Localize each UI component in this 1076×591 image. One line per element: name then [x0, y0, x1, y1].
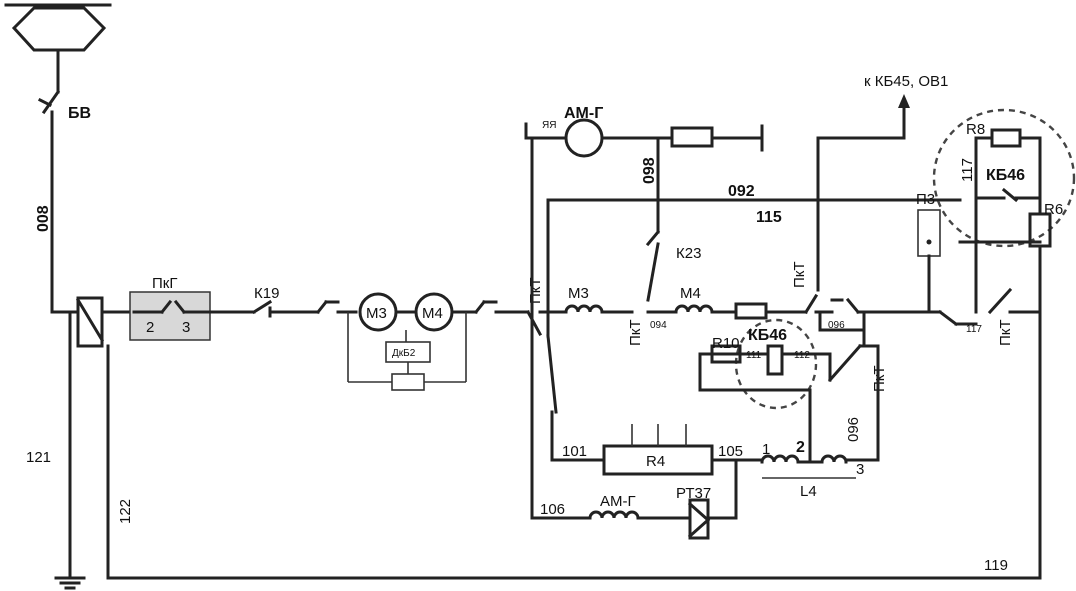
field-winding-m4 [674, 304, 714, 314]
label-to-kb45: к КБ45, ОВ1 [864, 73, 948, 90]
pantograph-symbol [4, 3, 112, 94]
label-dkb2: ДкБ2 [392, 348, 416, 359]
am-g-winding-bottom [588, 510, 640, 520]
label-wire-117-b: 117 [966, 324, 982, 335]
label-pkt-3: ПкТ [791, 261, 808, 288]
label-wire-092: 092 [728, 183, 755, 200]
label-pkg-2: 2 [146, 319, 154, 336]
kb46-top-group [932, 108, 1076, 580]
label-kb46-top: КБ46 [986, 167, 1025, 184]
label-motor-m3: М3 [366, 305, 387, 322]
label-wire-094: 094 [650, 320, 667, 331]
label-wire-096-a: 096 [828, 320, 845, 331]
label-wire-096-b: 096 [845, 417, 862, 442]
label-r6: R6 [1044, 201, 1063, 218]
relay-rt37 [687, 498, 711, 540]
dkb2-sensor [347, 312, 467, 391]
label-wire-008: 008 [35, 205, 52, 232]
label-wire-119: 119 [984, 557, 1008, 574]
label-pkg-3: 3 [182, 319, 190, 336]
label-r8: R8 [966, 121, 985, 138]
label-field-m4: М4 [680, 285, 701, 302]
label-r10: R10 [712, 335, 740, 352]
am-g-generator-top [564, 118, 604, 158]
main-breaker-bv [37, 89, 61, 314]
label-k23: К23 [676, 245, 701, 262]
label-field-m3: М3 [568, 285, 589, 302]
label-bv: БВ [68, 105, 91, 122]
label-wire-117-a: 117 [959, 158, 976, 182]
label-am-g-bottom: АМ-Г [600, 493, 636, 510]
label-wire-105: 105 [718, 443, 743, 460]
label-pkt-5: ПкТ [997, 319, 1014, 346]
label-yaya: ЯЯ [542, 120, 556, 131]
label-wire-111: 111 [746, 350, 762, 361]
label-wire-112: 112 [794, 350, 810, 361]
label-wire-121: 121 [26, 449, 51, 466]
label-k19: К19 [254, 285, 279, 302]
label-wire-098: 098 [641, 157, 658, 184]
label-p3: П3 [916, 191, 935, 208]
label-am-g-top: АМ-Г [564, 105, 603, 122]
label-wire-101: 101 [562, 443, 587, 460]
label-l4-2: 2 [796, 439, 805, 456]
label-rt37: РТ37 [676, 485, 711, 502]
label-wire-106: 106 [540, 501, 565, 518]
label-pkt-2: ПкТ [627, 319, 644, 346]
field-winding-m3 [564, 304, 604, 314]
resistor-series [734, 302, 768, 320]
label-l4-1: 1 [762, 441, 770, 458]
pkg-switch-box [129, 291, 212, 341]
label-wire-122: 122 [117, 499, 134, 524]
label-pkg: ПкГ [152, 275, 177, 292]
label-wire-115: 115 [756, 209, 782, 226]
p3-device [917, 209, 941, 314]
label-r4: R4 [646, 453, 665, 470]
label-kb46-mid: КБ46 [748, 327, 787, 344]
label-pkt-1: ПкТ [527, 277, 544, 304]
inductor-l4 [760, 454, 856, 479]
ground-symbol [54, 576, 86, 590]
current-sensor-block [75, 296, 105, 348]
label-motor-m4: М4 [422, 305, 443, 322]
label-l4-3: 3 [856, 461, 864, 478]
contact-k19 [251, 299, 273, 318]
label-l4: L4 [800, 483, 817, 500]
kb46-mid-group [698, 318, 880, 462]
resistor-top [670, 126, 714, 148]
